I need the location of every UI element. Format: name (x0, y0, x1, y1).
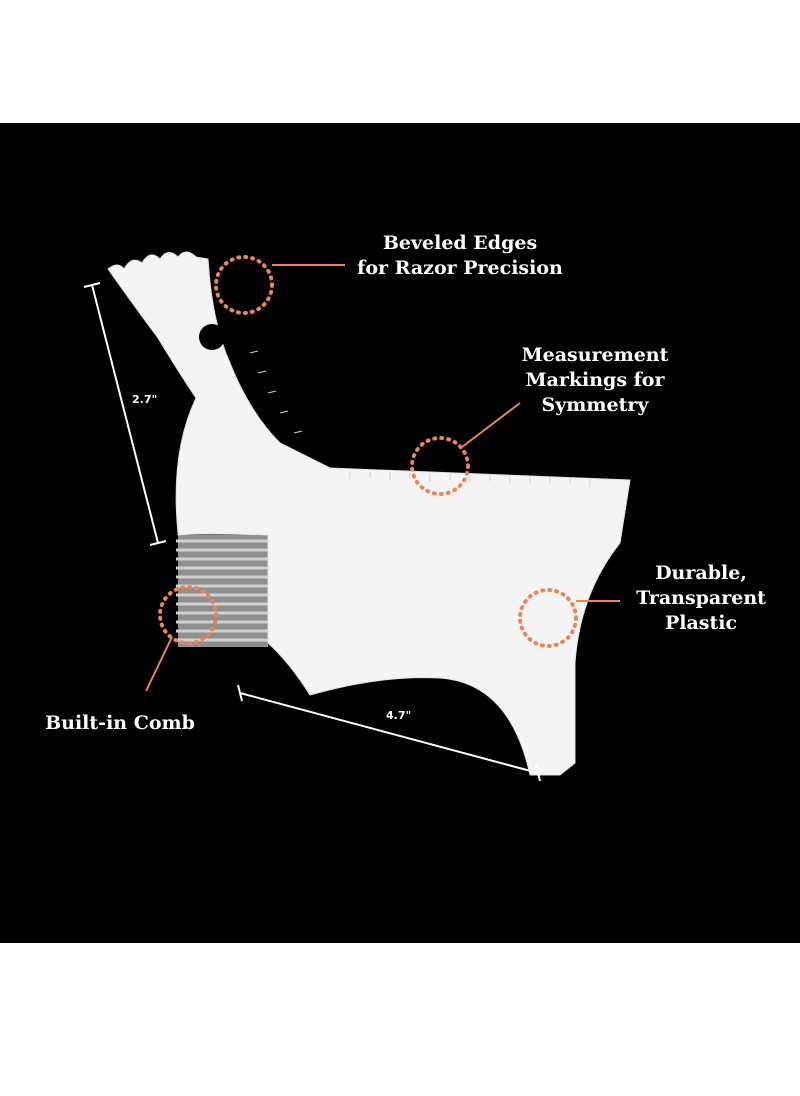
hanging-hole (199, 324, 225, 350)
comb-teeth (176, 535, 272, 647)
width-dimension-label: 4.7" (386, 709, 412, 722)
callout-durable-line3: Plastic (664, 612, 738, 634)
callout-comb-line1: Built-in Comb (45, 712, 195, 734)
callout-measurement-line2: Markings for (525, 369, 665, 391)
width-dimension-line (237, 684, 541, 782)
callout-built-in-comb: Built-in Comb (30, 711, 210, 736)
product-image-panel: Beveled Edges for Razor Precision Measur… (0, 123, 800, 943)
callout-durable-plastic: Durable, Transparent Plastic (626, 561, 776, 636)
callout-beveled-edges: Beveled Edges for Razor Precision (350, 231, 570, 281)
callout-markers (158, 255, 578, 648)
beard-shaping-tool-illustration (83, 251, 631, 782)
height-dimension-line (83, 282, 167, 546)
callout-beveled-line2: for Razor Precision (357, 257, 563, 279)
callout-measurement-line1: Measurement (521, 344, 669, 366)
callout-durable-line1: Durable, (655, 562, 747, 584)
tool-body (107, 251, 631, 776)
callout-measurement-line3: Symmetry (541, 394, 649, 416)
height-dimension-label: 2.7" (132, 393, 158, 406)
callout-durable-line2: Transparent (636, 587, 766, 609)
callout-beveled-line1: Beveled Edges (382, 232, 538, 254)
callout-measurement-markings: Measurement Markings for Symmetry (510, 343, 680, 418)
measurement-markings (249, 350, 591, 487)
callout-leader-lines (145, 264, 620, 692)
